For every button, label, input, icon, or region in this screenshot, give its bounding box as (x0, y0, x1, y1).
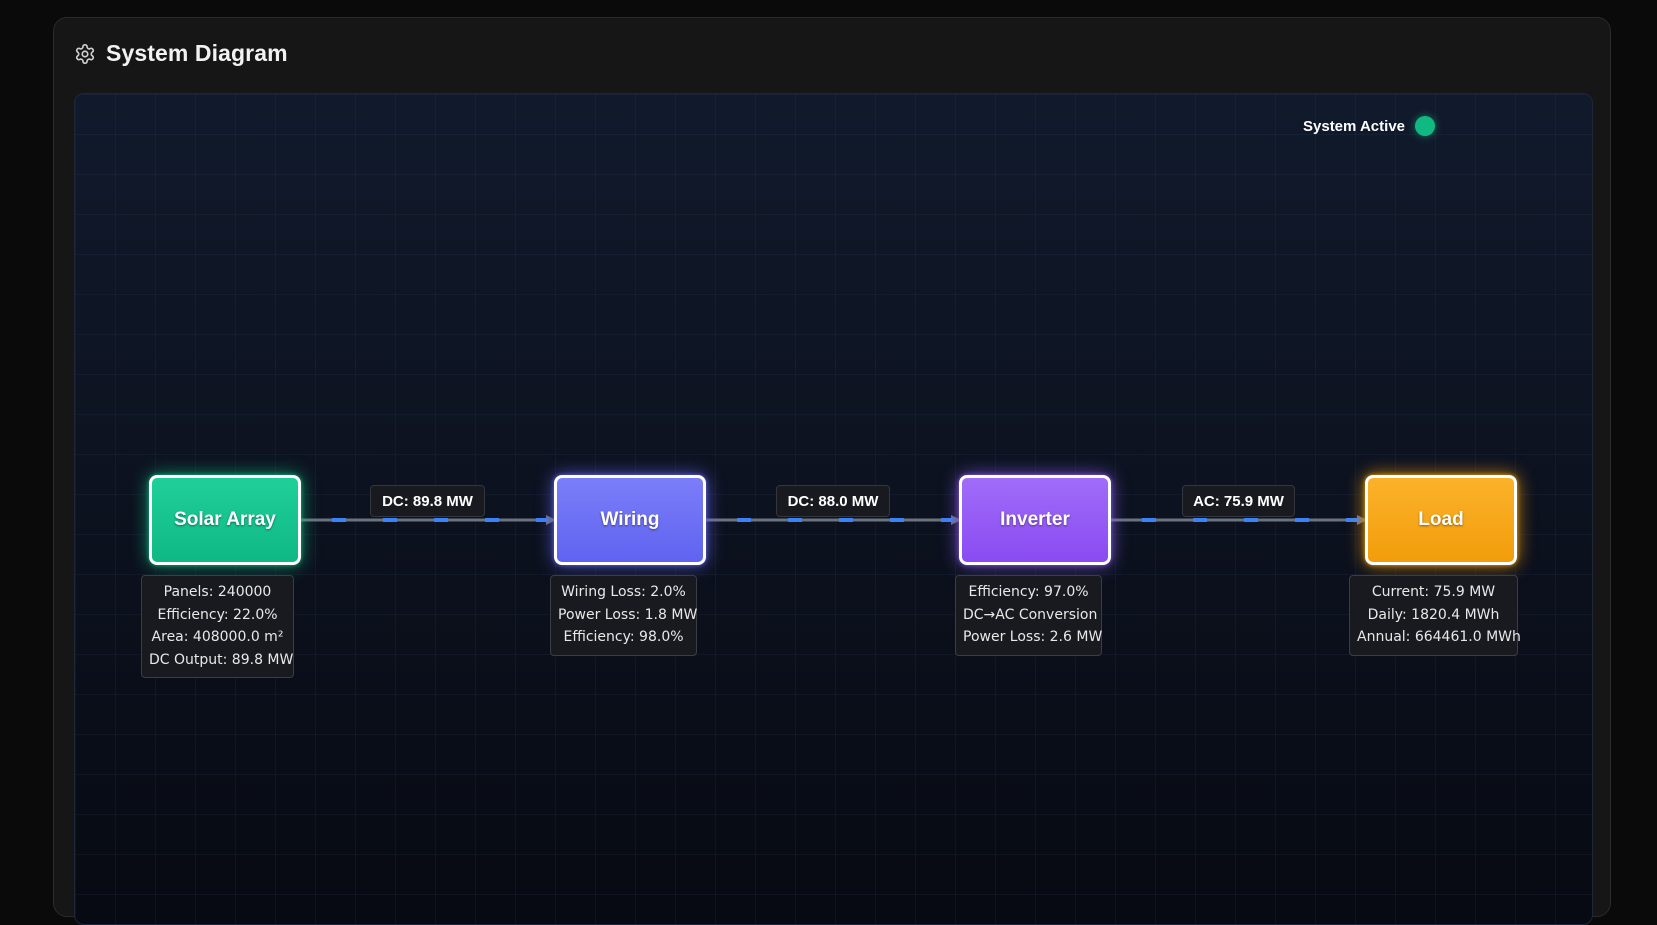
flow-label-ac-inverter: AC: 75.9 MW (1182, 485, 1295, 517)
system-status: System Active (1303, 116, 1435, 136)
page-title: System Diagram (106, 40, 288, 66)
info-line: Power Loss: 2.6 MW (963, 629, 1103, 645)
node-inverter[interactable]: Inverter (959, 475, 1111, 565)
info-line: DC Output: 89.8 MW (149, 651, 294, 668)
info-box-inverter: Efficiency: 97.0% DC→AC Conversion Power… (955, 575, 1102, 656)
flow-label-dc-solar: DC: 89.8 MW (370, 485, 485, 517)
system-diagram-card: System Diagram (53, 17, 1611, 925)
status-label: System Active (1303, 117, 1405, 135)
info-line: Current: 75.9 MW (1371, 584, 1496, 600)
info-line: Efficiency: 98.0% (563, 629, 684, 645)
info-line: DC→AC Conversion (963, 606, 1098, 623)
info-box-solar-array: Panels: 240000 Efficiency: 22.0% Area: 4… (141, 575, 294, 678)
info-line: Efficiency: 22.0% (157, 606, 278, 623)
info-line: Wiring Loss: 2.0% (561, 584, 686, 600)
node-solar-array[interactable]: Solar Array (149, 475, 301, 565)
gear-icon (74, 43, 96, 65)
info-box-load: Current: 75.9 MW Daily: 1820.4 MWh Annua… (1349, 575, 1521, 656)
status-indicator-dot (1415, 116, 1435, 136)
info-box-wiring: Wiring Loss: 2.0% Power Loss: 1.8 MW Eff… (550, 575, 697, 656)
node-wiring[interactable]: Wiring (554, 475, 706, 565)
info-line: Annual: 664461.0 MWh (1357, 629, 1521, 645)
flow-label-dc-wiring: DC: 88.0 MW (776, 485, 890, 517)
info-line: Efficiency: 97.0% (968, 584, 1089, 600)
info-line: Panels: 240000 (163, 584, 272, 600)
node-load[interactable]: Load (1365, 475, 1517, 565)
card-header: System Diagram (74, 40, 288, 67)
info-line: Area: 408000.0 m² (151, 629, 284, 645)
info-line: Daily: 1820.4 MWh (1367, 606, 1500, 623)
info-line: Power Loss: 1.8 MW (558, 606, 698, 623)
